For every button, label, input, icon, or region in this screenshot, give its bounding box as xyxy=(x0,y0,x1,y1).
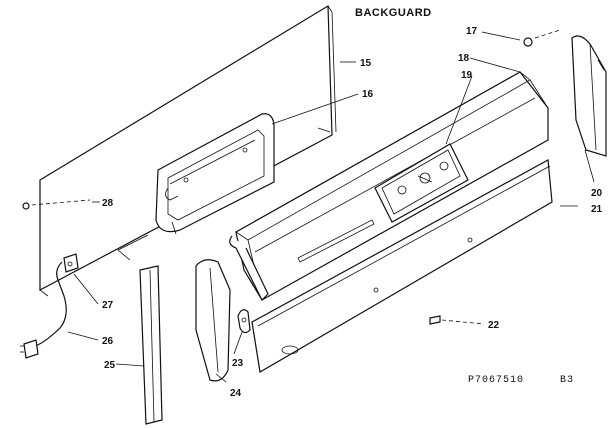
callout-20: 20 xyxy=(591,188,603,199)
callout-16: 16 xyxy=(362,89,374,100)
clip-23 xyxy=(237,309,251,334)
small-panel-16 xyxy=(155,113,275,235)
clock-assembly-19 xyxy=(374,143,469,223)
callout-19: 19 xyxy=(461,70,473,81)
screw-28 xyxy=(22,199,91,210)
callout-17: 17 xyxy=(466,26,478,37)
diagram-title: BACKGUARD xyxy=(355,7,432,19)
callouts: 15 16 17 18 19 20 21 22 23 24 25 26 27 2… xyxy=(102,26,603,399)
callout-22: 22 xyxy=(488,320,500,331)
part-code: P7067510 xyxy=(468,375,524,386)
revision-code: B3 xyxy=(560,375,574,386)
callout-24: 24 xyxy=(230,388,242,399)
end-cap-20-21 xyxy=(571,35,607,157)
callout-21: 21 xyxy=(591,204,603,215)
strip-25 xyxy=(139,265,163,425)
callout-23: 23 xyxy=(232,358,244,369)
callout-15: 15 xyxy=(360,58,372,69)
callout-26: 26 xyxy=(102,336,114,347)
power-cord-26-27 xyxy=(20,253,79,359)
trim-strip xyxy=(251,159,553,373)
callout-28: 28 xyxy=(102,198,114,209)
end-cap-24 xyxy=(195,259,231,382)
screw-17 xyxy=(523,29,561,47)
callout-25: 25 xyxy=(104,360,116,371)
screw-22 xyxy=(429,315,485,325)
leader-lines xyxy=(67,31,595,383)
rear-panel-15 xyxy=(39,4,337,297)
callout-18: 18 xyxy=(458,53,470,64)
control-panel-18 xyxy=(229,71,549,302)
callout-27: 27 xyxy=(102,300,114,311)
